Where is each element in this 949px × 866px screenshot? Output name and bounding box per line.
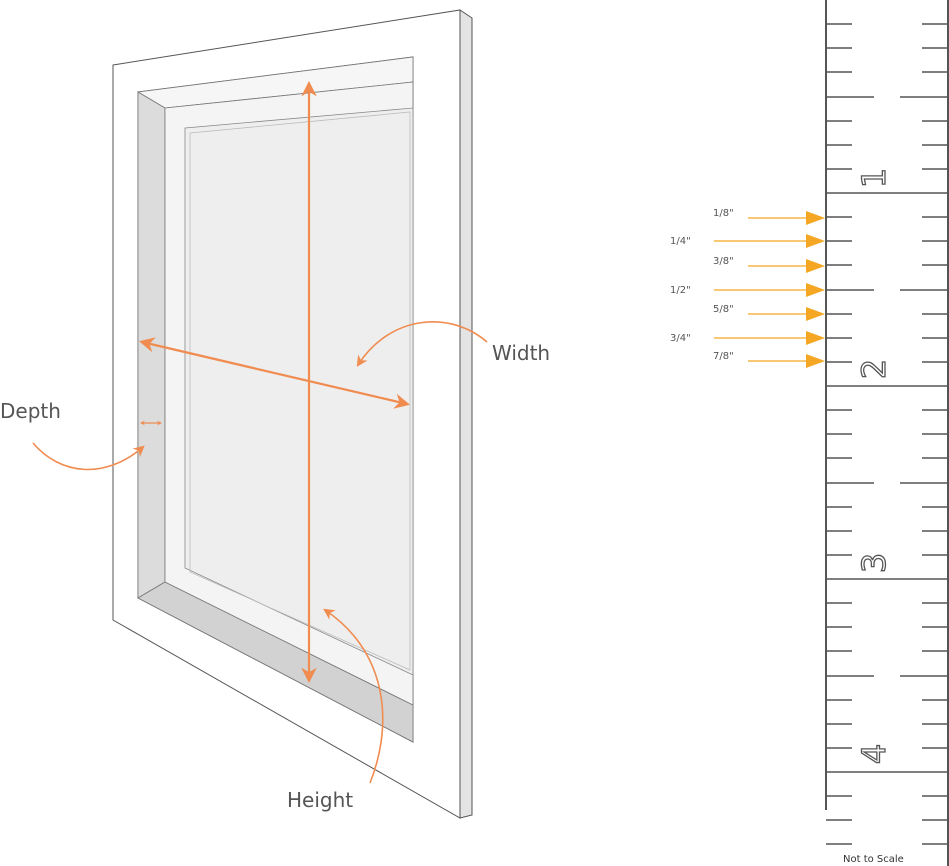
ruler: 1 2 3 4 1/8" 1/4" 3/8" 1/2" 5/8" 3/4" 7/8" Not… [670, 0, 949, 866]
fraction-arrow-head [806, 331, 825, 345]
fraction-arrow-head [806, 259, 825, 273]
not-to-scale-note: Not to Scale [843, 854, 904, 865]
frame-side [459, 9, 473, 819]
window-frame [112, 9, 473, 819]
ruler-number-1: 1 [855, 168, 893, 188]
ruler-number-2: 2 [855, 359, 893, 379]
width-dimension-arrow [139, 337, 410, 409]
fraction-label: 1/4" [670, 236, 691, 247]
fraction-arrow-head [806, 354, 825, 368]
fraction-arrows: 1/8" 1/4" 3/8" 1/2" 5/8" 3/4" 7/8" [670, 208, 825, 368]
height-label: Height [287, 788, 353, 812]
width-pointer-arrow [356, 321, 488, 367]
depth-pointer-arrow [32, 442, 145, 471]
height-pointer-arrow [323, 608, 384, 784]
fraction-label: 3/4" [670, 333, 691, 344]
fraction-label: 3/8" [713, 256, 734, 267]
measurement-arrows [32, 80, 488, 784]
fraction-label: 7/8" [713, 351, 734, 362]
depth-label: Depth [0, 399, 61, 423]
ruler-number-4: 4 [855, 744, 893, 764]
fraction-label: 1/2" [670, 285, 691, 296]
glass-inner-edge [189, 111, 411, 671]
fraction-label: 5/8" [713, 304, 734, 315]
width-label: Width [492, 341, 550, 365]
fraction-arrow-head [806, 234, 825, 248]
fraction-arrow-head [806, 211, 825, 225]
fraction-label: 1/8" [713, 208, 734, 219]
ruler-number-3: 3 [855, 553, 893, 573]
fraction-arrow-head [806, 283, 825, 297]
ruler-ticks [826, 23, 948, 845]
ruler-numbers: 1 2 3 4 [854, 167, 893, 765]
fraction-arrow-head [806, 307, 825, 321]
